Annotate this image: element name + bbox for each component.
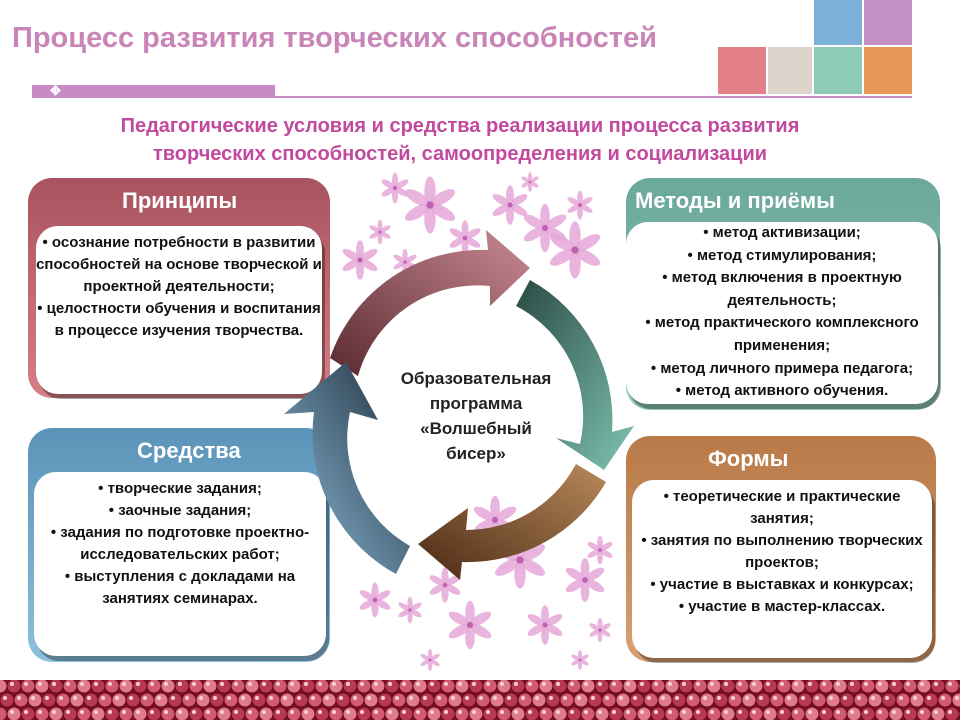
principles-title: Принципы	[122, 188, 238, 213]
means-card: • творческие задания; • заочные задания;…	[34, 472, 326, 656]
decorative-line	[275, 96, 912, 98]
subtitle: Педагогические условия и средства реализ…	[40, 112, 880, 168]
arrow-top	[330, 230, 530, 376]
sparkle-icon: ✥	[50, 83, 61, 98]
tile-beige	[768, 47, 812, 94]
tile-green	[814, 47, 862, 94]
means-item: • выступления с докладами на занятиях се…	[64, 568, 296, 607]
tile-red	[718, 47, 766, 94]
method-item: • метод личного примера педагога;	[650, 359, 914, 377]
center-program-label: Образовательная программа «Волшебный бис…	[376, 366, 576, 466]
center-line-1: Образовательная	[400, 369, 552, 388]
means-title: Средства	[137, 438, 241, 463]
method-item: • метод стимулирования;	[687, 246, 877, 264]
method-item: • метод практического комплексного приме…	[645, 314, 919, 354]
subtitle-line-1: Педагогические условия и средства реализ…	[120, 115, 800, 137]
arrow-left	[284, 362, 410, 574]
methods-card: • метод активизации; • метод стимулирова…	[626, 222, 938, 404]
principle-item: • осознание потребности в развитии спосо…	[36, 234, 322, 295]
tile-orange	[864, 47, 912, 94]
forms-card: • теоретические и практические занятия; …	[632, 480, 932, 658]
forms-item: • теоретические и практические занятия;	[663, 488, 901, 527]
forms-item: • занятия по выполнению творческих проек…	[641, 532, 923, 571]
beads-strip-image	[0, 680, 960, 720]
principle-item: • целостности обучения и воспитания в пр…	[37, 300, 321, 339]
means-item: • заочные задания;	[108, 502, 252, 519]
means-item: • творческие задания;	[98, 480, 262, 497]
forms-item: • участие в мастер-классах.	[678, 598, 886, 615]
principles-card: • осознание потребности в развитии спосо…	[36, 226, 322, 394]
decorative-bar	[32, 85, 275, 98]
forms-item: • участие в выставках и конкурсах;	[650, 576, 914, 593]
center-line-3: «Волшебный	[420, 419, 532, 438]
tile-blue	[814, 0, 862, 45]
center-line-4: бисер»	[446, 444, 506, 463]
method-item: • метод активизации;	[703, 224, 861, 241]
center-line-2: программа	[429, 394, 523, 413]
forms-title: Формы	[708, 446, 789, 471]
subtitle-line-2: творческих способностей, самоопределения…	[152, 143, 768, 165]
means-item: • задания по подготовке проектно-исследо…	[50, 524, 310, 563]
arrow-bottom	[418, 464, 606, 580]
page-title: Процесс развития творческих способностей	[12, 22, 657, 54]
decorative-color-tiles	[718, 0, 918, 100]
arrow-right	[516, 280, 634, 470]
tile-purple	[864, 0, 912, 45]
method-item: • метод включения в проектную деятельнос…	[662, 269, 902, 309]
method-item: • метод активного обучения.	[675, 382, 889, 400]
methods-title: Методы и приёмы	[635, 188, 835, 213]
